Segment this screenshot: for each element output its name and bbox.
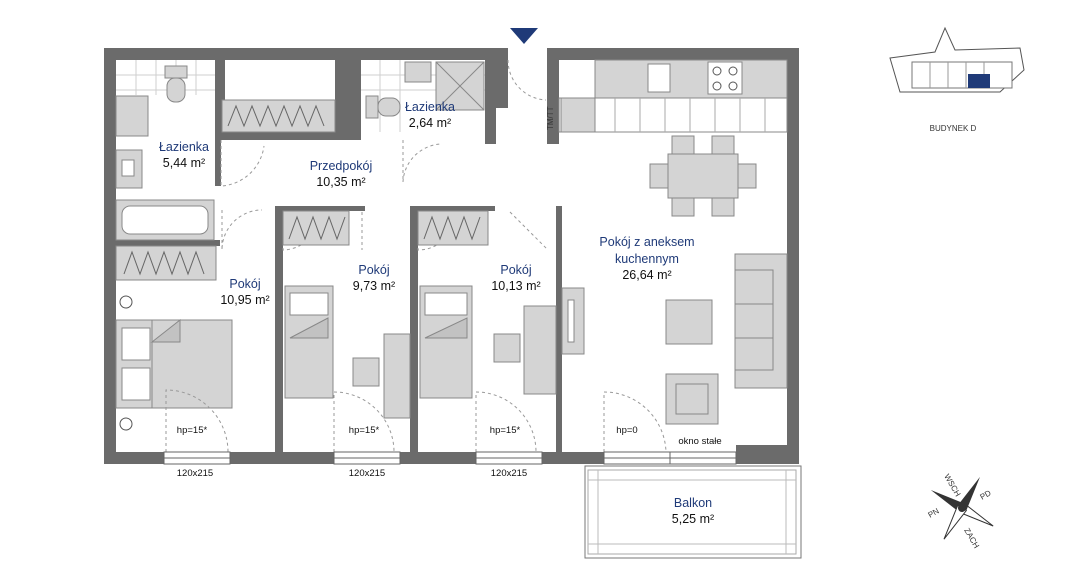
living-room: TM/TT Pokój z aneksem kuchennym 26,64 m² <box>546 59 788 453</box>
door-swings <box>220 59 549 251</box>
room-area-lazienka2: 2,64 m² <box>409 116 451 130</box>
balcony: Balkon 5,25 m² <box>584 465 802 559</box>
cooktop-icon <box>707 61 743 95</box>
fixed-window-note: okno stałe <box>678 436 721 447</box>
room-name-salon-line2: kuchennym <box>615 252 679 266</box>
room-area-balkon: 5,25 m² <box>672 512 714 526</box>
chair-icon <box>711 197 735 217</box>
room-name-salon-line1: Pokój z aneksem <box>599 235 694 249</box>
washbasin-icon <box>115 95 149 137</box>
key-plan: BUDYNEK D <box>889 26 1025 133</box>
coffee-table-icon <box>665 299 713 345</box>
room-name-pokoj1: Pokój <box>229 277 260 291</box>
chair-icon <box>737 163 757 189</box>
building-label: BUDYNEK D <box>930 124 977 133</box>
fridge-icon <box>560 97 596 133</box>
room-area-salon: 26,64 m² <box>622 268 671 282</box>
window-hp-1: hp=15* <box>177 425 208 436</box>
window-size-2: 120x215 <box>349 468 385 479</box>
tm-tt-label: TM/TT <box>546 106 555 130</box>
socket-icon <box>119 295 133 309</box>
chair-icon <box>493 333 521 363</box>
room-area-pokoj1: 10,95 m² <box>220 293 269 307</box>
bathroom-2: Łazienka 2,64 m² <box>361 60 485 132</box>
room-name-balkon: Balkon <box>674 496 712 510</box>
room-3: Pokój 10,13 m² <box>417 210 557 453</box>
dining-table-icon <box>667 153 739 199</box>
kitchen-counter <box>594 59 788 99</box>
apartment-highlight <box>968 74 990 88</box>
window-hp-4: hp=0 <box>616 425 637 436</box>
bathroom-1: Łazienka 5,44 m² <box>115 60 215 241</box>
washbasin-icon <box>404 61 432 83</box>
walls <box>104 48 799 464</box>
compass-pd: PD <box>979 488 993 501</box>
sink-icon <box>647 63 671 93</box>
socket-icon <box>119 417 133 431</box>
compass-wsch: WSCH <box>942 473 962 499</box>
toilet-icon <box>365 95 379 119</box>
chair-icon <box>671 197 695 217</box>
room-name-lazienka2: Łazienka <box>405 100 455 114</box>
chair-icon <box>671 135 695 155</box>
room-name-przedpokoj: Przedpokój <box>310 159 373 173</box>
entrance-arrow-icon <box>510 28 538 44</box>
room-name-lazienka1: Łazienka <box>159 140 209 154</box>
room-area-pokoj3: 10,13 m² <box>491 279 540 293</box>
window-hp-3: hp=15* <box>490 425 521 436</box>
window-hp-2: hp=15* <box>349 425 380 436</box>
compass-rose <box>930 476 994 540</box>
hall-wardrobe <box>221 99 336 133</box>
room-2: Pokój 9,73 m² <box>282 210 411 453</box>
chair-icon <box>711 135 735 155</box>
chair-icon <box>649 163 669 189</box>
room-1: Pokój 10,95 m² <box>115 245 270 453</box>
toilet-icon <box>164 65 188 79</box>
compass-pn: PN <box>927 506 941 519</box>
desk-icon <box>383 333 411 419</box>
compass-zach: ZACH <box>962 527 981 551</box>
chair-icon <box>352 357 380 387</box>
room-area-przedpokoj: 10,35 m² <box>316 175 365 189</box>
room-name-pokoj3: Pokój <box>500 263 531 277</box>
desk-icon <box>523 305 557 395</box>
room-name-pokoj2: Pokój <box>358 263 389 277</box>
window-size-1: 120x215 <box>177 468 213 479</box>
room-area-lazienka1: 5,44 m² <box>163 156 205 170</box>
room-area-pokoj2: 9,73 m² <box>353 279 395 293</box>
window-size-3: 120x215 <box>491 468 527 479</box>
